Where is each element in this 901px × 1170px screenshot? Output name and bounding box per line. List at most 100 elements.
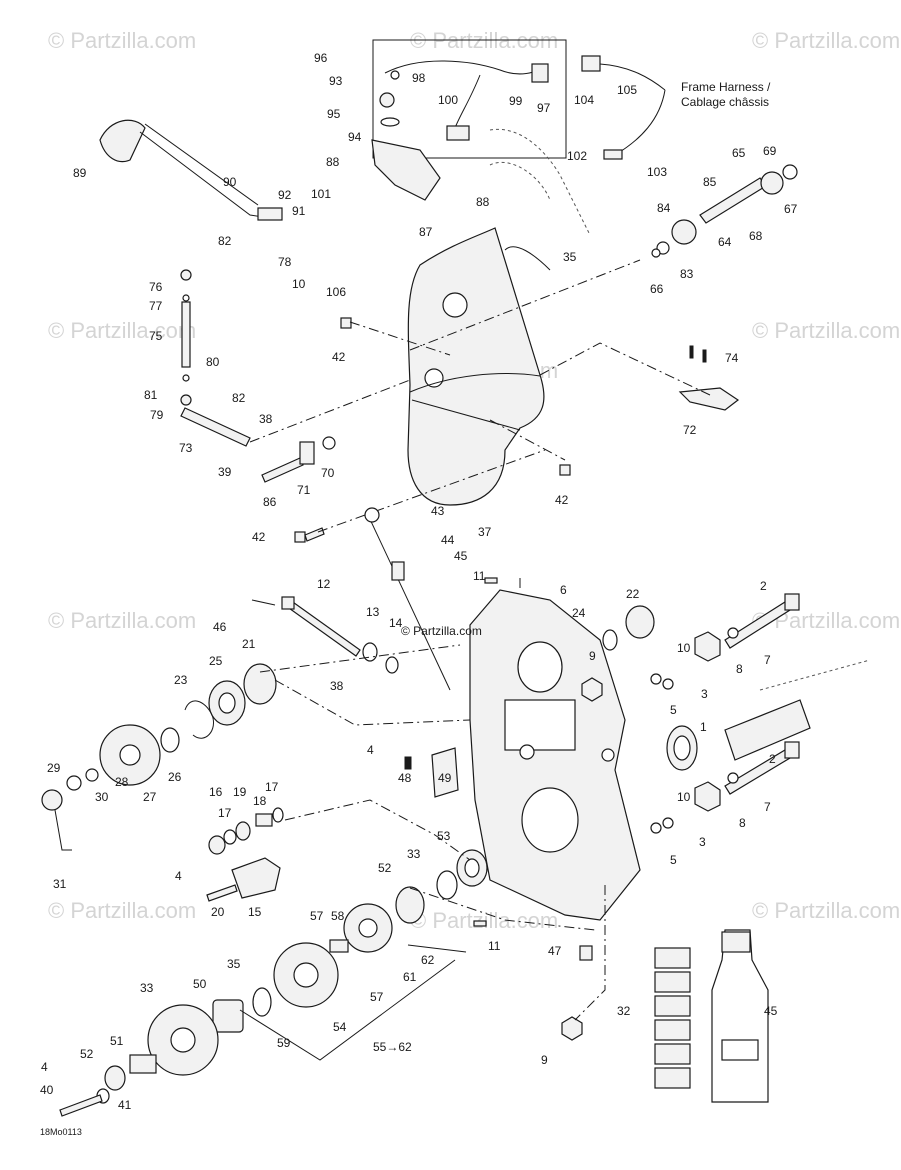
callout-95: 96 (314, 51, 328, 65)
callout-67: 68 (749, 229, 763, 243)
diagram-code: 18Mo0113 (40, 1127, 82, 1137)
washer (650, 673, 662, 685)
callout-42c: 42 (252, 530, 266, 544)
washer (727, 627, 739, 639)
bearing-inner (464, 858, 480, 878)
callout-8a: 8 (736, 662, 743, 676)
gear (760, 171, 784, 195)
callout-87b: 88 (476, 195, 490, 209)
callout-35: 35 (227, 957, 241, 971)
ball-joint (180, 269, 192, 281)
o-ring (602, 629, 618, 651)
callout-84: 85 (703, 175, 717, 189)
assembly-line (574, 885, 606, 1021)
callout-17b: 17 (218, 806, 232, 820)
wire (504, 246, 551, 271)
plug (579, 945, 593, 961)
frame-outline (489, 161, 551, 201)
assembly-line (539, 342, 711, 396)
tensioner-block (231, 857, 281, 899)
drive-shaft-outline (759, 659, 871, 691)
washer (252, 987, 272, 1017)
callout-60: 61 (403, 970, 417, 984)
plate (431, 747, 459, 798)
callout-77: 78 (278, 255, 292, 269)
callout-26: 26 (168, 770, 182, 784)
callout-39: 39 (218, 465, 232, 479)
seal (625, 605, 655, 639)
cover-boss (424, 368, 444, 388)
spring (329, 939, 349, 953)
shift-shaft (180, 407, 251, 447)
callout-92: 93 (329, 74, 343, 88)
connector (603, 149, 623, 160)
callout-5b: 5 (670, 853, 677, 867)
housing-bore (517, 641, 563, 693)
nut (182, 374, 190, 382)
callout-18: 18 (253, 794, 267, 808)
washer (727, 772, 739, 784)
drive-shaft (724, 699, 811, 761)
callout-42b: 42 (555, 493, 569, 507)
callout-10a: 10 (292, 277, 306, 291)
housing-boss (601, 748, 615, 762)
callout-9b: 9 (541, 1053, 548, 1067)
callout-51: 51 (110, 1034, 124, 1048)
callout-32: 32 (617, 1004, 631, 1018)
center-watermark: © Partzilla.com (401, 624, 482, 638)
callout-101: 102 (567, 149, 587, 163)
callout-80: 81 (144, 388, 158, 402)
callout-17a: 17 (265, 780, 279, 794)
callout-9a: 9 (589, 649, 596, 663)
assembly-line (349, 321, 451, 356)
washer (85, 768, 99, 782)
callout-100: 101 (311, 187, 331, 201)
callout-87: 88 (326, 155, 340, 169)
callout-86: 87 (419, 225, 433, 239)
callout-91: 92 (278, 188, 292, 202)
circlip (184, 700, 214, 739)
callout-73: 74 (725, 351, 739, 365)
callout-61: 62 (421, 953, 435, 967)
callout-74: 75 (149, 329, 163, 343)
bolt (559, 464, 571, 476)
callout-45b: 45 (764, 1004, 778, 1018)
callout-36: 35 (563, 250, 577, 264)
callout-66: 67 (784, 202, 798, 216)
bolt-head (784, 593, 800, 611)
washer (782, 164, 798, 180)
assembly-line (284, 799, 471, 861)
callout-54: 53 (437, 829, 451, 843)
callout-81: 82 (218, 234, 232, 248)
lower-assembly (41, 507, 871, 1117)
callout-99: 100 (438, 93, 458, 107)
connector (581, 55, 601, 72)
callout-49: 49 (438, 771, 452, 785)
callout-4a: 4 (367, 743, 374, 757)
bracket (299, 441, 315, 465)
harness-wire (599, 63, 666, 91)
callout-65: 66 (650, 282, 664, 296)
cotter-pin (54, 809, 72, 851)
chaincase-housing (469, 589, 641, 921)
callout-1: 1 (700, 720, 707, 734)
callout-16: 16 (209, 785, 223, 799)
callout-82: 83 (680, 267, 694, 281)
callout-64: 65 (732, 146, 746, 160)
callout-34: 33 (407, 847, 421, 861)
harness-box (372, 39, 567, 159)
callout-83: 84 (657, 201, 671, 215)
callout-38b: 38 (330, 679, 344, 693)
callout-22: 22 (626, 587, 640, 601)
callout-10c: 10 (677, 790, 691, 804)
callout-5a: 5 (670, 703, 677, 717)
callout-97: 98 (412, 71, 426, 85)
gear-hub (293, 962, 319, 988)
callout-3a: 3 (701, 687, 708, 701)
callout-46: 46 (213, 620, 227, 634)
spring (129, 1054, 157, 1074)
shift-rod (144, 123, 259, 206)
callout-29: 29 (47, 761, 61, 775)
callout-53: 52 (378, 861, 392, 875)
